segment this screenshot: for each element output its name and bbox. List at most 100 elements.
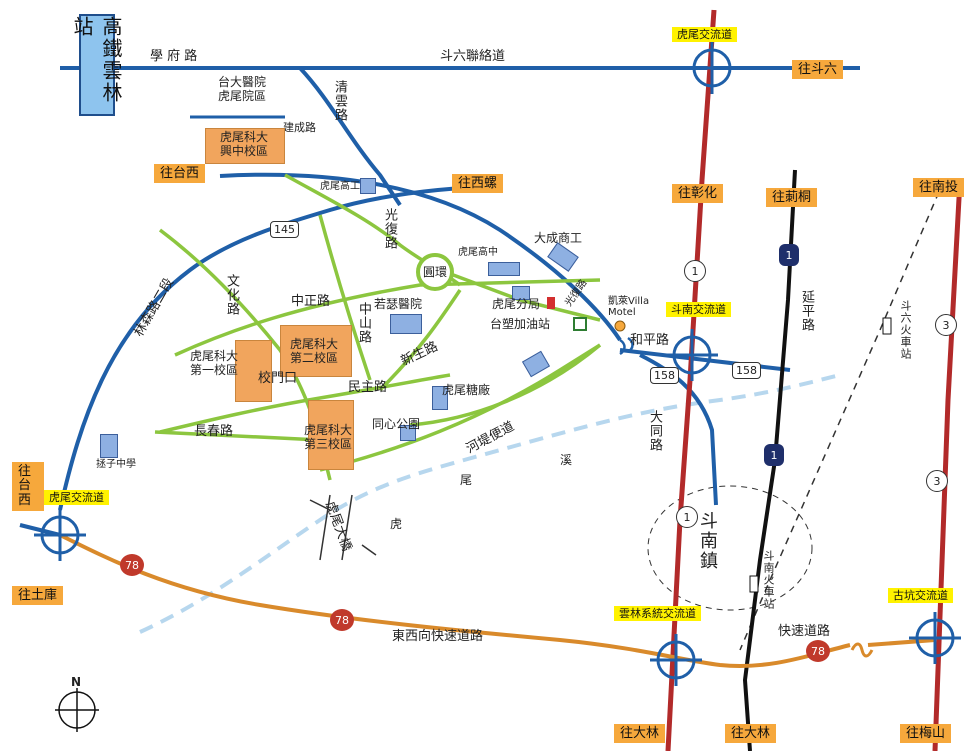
label-douliu-link: 斗六聯絡道 <box>440 49 506 64</box>
police-marker <box>547 297 555 309</box>
label-expressway-short: 快速道路 <box>778 624 831 639</box>
place-ruoser: 若瑟醫院 <box>374 297 423 311</box>
juzi-building <box>100 434 118 458</box>
label-zhongzheng: 中正路 <box>291 294 331 309</box>
highway-3 <box>932 179 963 751</box>
place-taisu: 台塑加油站 <box>490 317 551 331</box>
label-qingyun: 清雲路 <box>332 80 347 122</box>
label-minzhu: 民主路 <box>348 380 388 395</box>
huwei-highschool-building <box>488 262 520 276</box>
place-campus-3: 虎尾科大 第三校區 <box>304 423 353 451</box>
river-label-2: 溪 <box>560 453 573 467</box>
tongxin-park-building <box>400 425 416 441</box>
tag-dounan-interchange: 斗南交流道 <box>666 302 731 317</box>
label-dongxi: 東西向快速道路 <box>392 629 484 644</box>
minzhu-road <box>159 373 451 434</box>
shield-n1a: 1 <box>779 244 799 266</box>
place-campus-2: 虎尾科大 第二校區 <box>290 337 339 365</box>
place-dounan-station: 斗南火車站 <box>762 550 775 610</box>
huwei-main-blue <box>219 172 622 342</box>
place-dounan-town: 斗南鎮 <box>700 511 718 572</box>
tag-to-taixi-top: 往台西 <box>154 164 206 183</box>
place-tongxin: 同心公園 <box>372 417 421 431</box>
label-yanping: 延平路 <box>799 290 814 332</box>
place-villa-motel: 凱萊Villa Motel <box>608 296 650 318</box>
campus-2-block <box>280 325 352 377</box>
compass-north-label: N <box>71 675 82 689</box>
river-label-1: 尾 <box>460 473 473 487</box>
label-jiancheng: 建成路 <box>283 121 316 134</box>
tag-yunlin-system-interchange: 雲林系統交流道 <box>614 606 701 621</box>
hedi-road <box>319 343 601 472</box>
compass-icon <box>55 688 99 732</box>
zhongzheng-road <box>174 278 601 357</box>
place-huwei-industrial: 虎尾高工 <box>320 181 360 192</box>
shield-145: 145 <box>270 221 299 238</box>
campus-xingzhong-block <box>205 128 285 164</box>
datong-road <box>639 353 718 506</box>
tag-to-meishan: 往梅山 <box>900 724 952 743</box>
police-building <box>512 286 530 300</box>
douliu-rail-marker <box>882 317 892 335</box>
place-campus-xingzhong: 虎尾科大 興中校區 <box>220 130 269 158</box>
expressway-break <box>850 642 874 658</box>
place-roundabout: 圓環 <box>423 265 448 279</box>
route-158 <box>619 348 791 372</box>
tag-huwei-interchange-top: 虎尾交流道 <box>672 27 737 42</box>
place-sugar: 虎尾糖廠 <box>442 383 491 397</box>
tag-to-nantou: 往南投 <box>913 178 965 197</box>
xinsheng-road <box>378 289 462 392</box>
label-guangfu: 光復路 <box>382 208 397 250</box>
river-label-3: 虎 <box>390 517 403 531</box>
shield-158b: 158 <box>732 362 761 379</box>
highway-1 <box>665 9 717 751</box>
seven-eleven-icon <box>573 317 587 331</box>
huwei-industrial-building <box>360 178 376 194</box>
place-hospital: 台大醫院 虎尾院區 <box>218 75 267 103</box>
shield-158a: 158 <box>650 367 679 384</box>
green-east <box>439 268 601 322</box>
shield-n1b: 1 <box>764 444 784 466</box>
tag-to-douliu: 往斗六 <box>792 60 844 79</box>
shield-3a: 3 <box>935 314 957 336</box>
tag-to-dalin-1: 往大林 <box>614 724 666 743</box>
place-dacheng: 大成商工 <box>534 231 583 245</box>
shield-3b: 3 <box>926 470 948 492</box>
tag-huwei-interchange-left: 虎尾交流道 <box>44 490 109 505</box>
ruoser-building <box>390 314 422 334</box>
shield-1a: 1 <box>684 260 706 282</box>
sugar-building <box>432 386 448 410</box>
tag-to-zhanghua: 往彰化 <box>672 184 724 203</box>
tag-gukeng-interchange: 古坑交流道 <box>888 588 953 603</box>
roundabout-circle <box>416 253 454 291</box>
place-campus-1: 虎尾科大 第一校區 <box>190 349 239 377</box>
river-line <box>139 373 841 634</box>
qingyun-road <box>298 66 402 207</box>
campus-3-block <box>308 400 354 470</box>
place-douliu-station: 斗六火車站 <box>899 300 912 360</box>
linsen-road <box>58 184 501 511</box>
green-hedi-ext <box>409 343 602 427</box>
bridge-icon <box>309 494 377 561</box>
expressway-78 <box>59 533 851 668</box>
label-xuefu: 學 府 路 <box>150 49 198 64</box>
link-left <box>19 523 61 537</box>
label-heping: 和平路 <box>630 333 670 348</box>
label-wenhua: 文化路 <box>224 274 239 316</box>
expressway-78-east <box>867 638 936 647</box>
tag-to-xiluo: 往西螺 <box>452 174 504 193</box>
place-police: 虎尾分局 <box>492 297 541 311</box>
changchun-road <box>154 430 321 442</box>
shield-78a: 78 <box>120 554 144 576</box>
hsr-station-label: 高鐵雲林站 <box>70 14 123 116</box>
campus-1-block <box>235 340 272 402</box>
place-juzi: 拯子中學 <box>96 459 136 470</box>
tag-to-dalin-2: 往大林 <box>725 724 777 743</box>
tag-to-lidong: 往莿桐 <box>766 188 818 207</box>
heping-marker <box>619 336 634 356</box>
shield-78c: 78 <box>806 640 830 662</box>
hsr-station-text: 高鐵雲林站 <box>70 16 123 104</box>
dounan-town-boundary <box>647 485 813 611</box>
shield-78b: 78 <box>330 609 354 631</box>
